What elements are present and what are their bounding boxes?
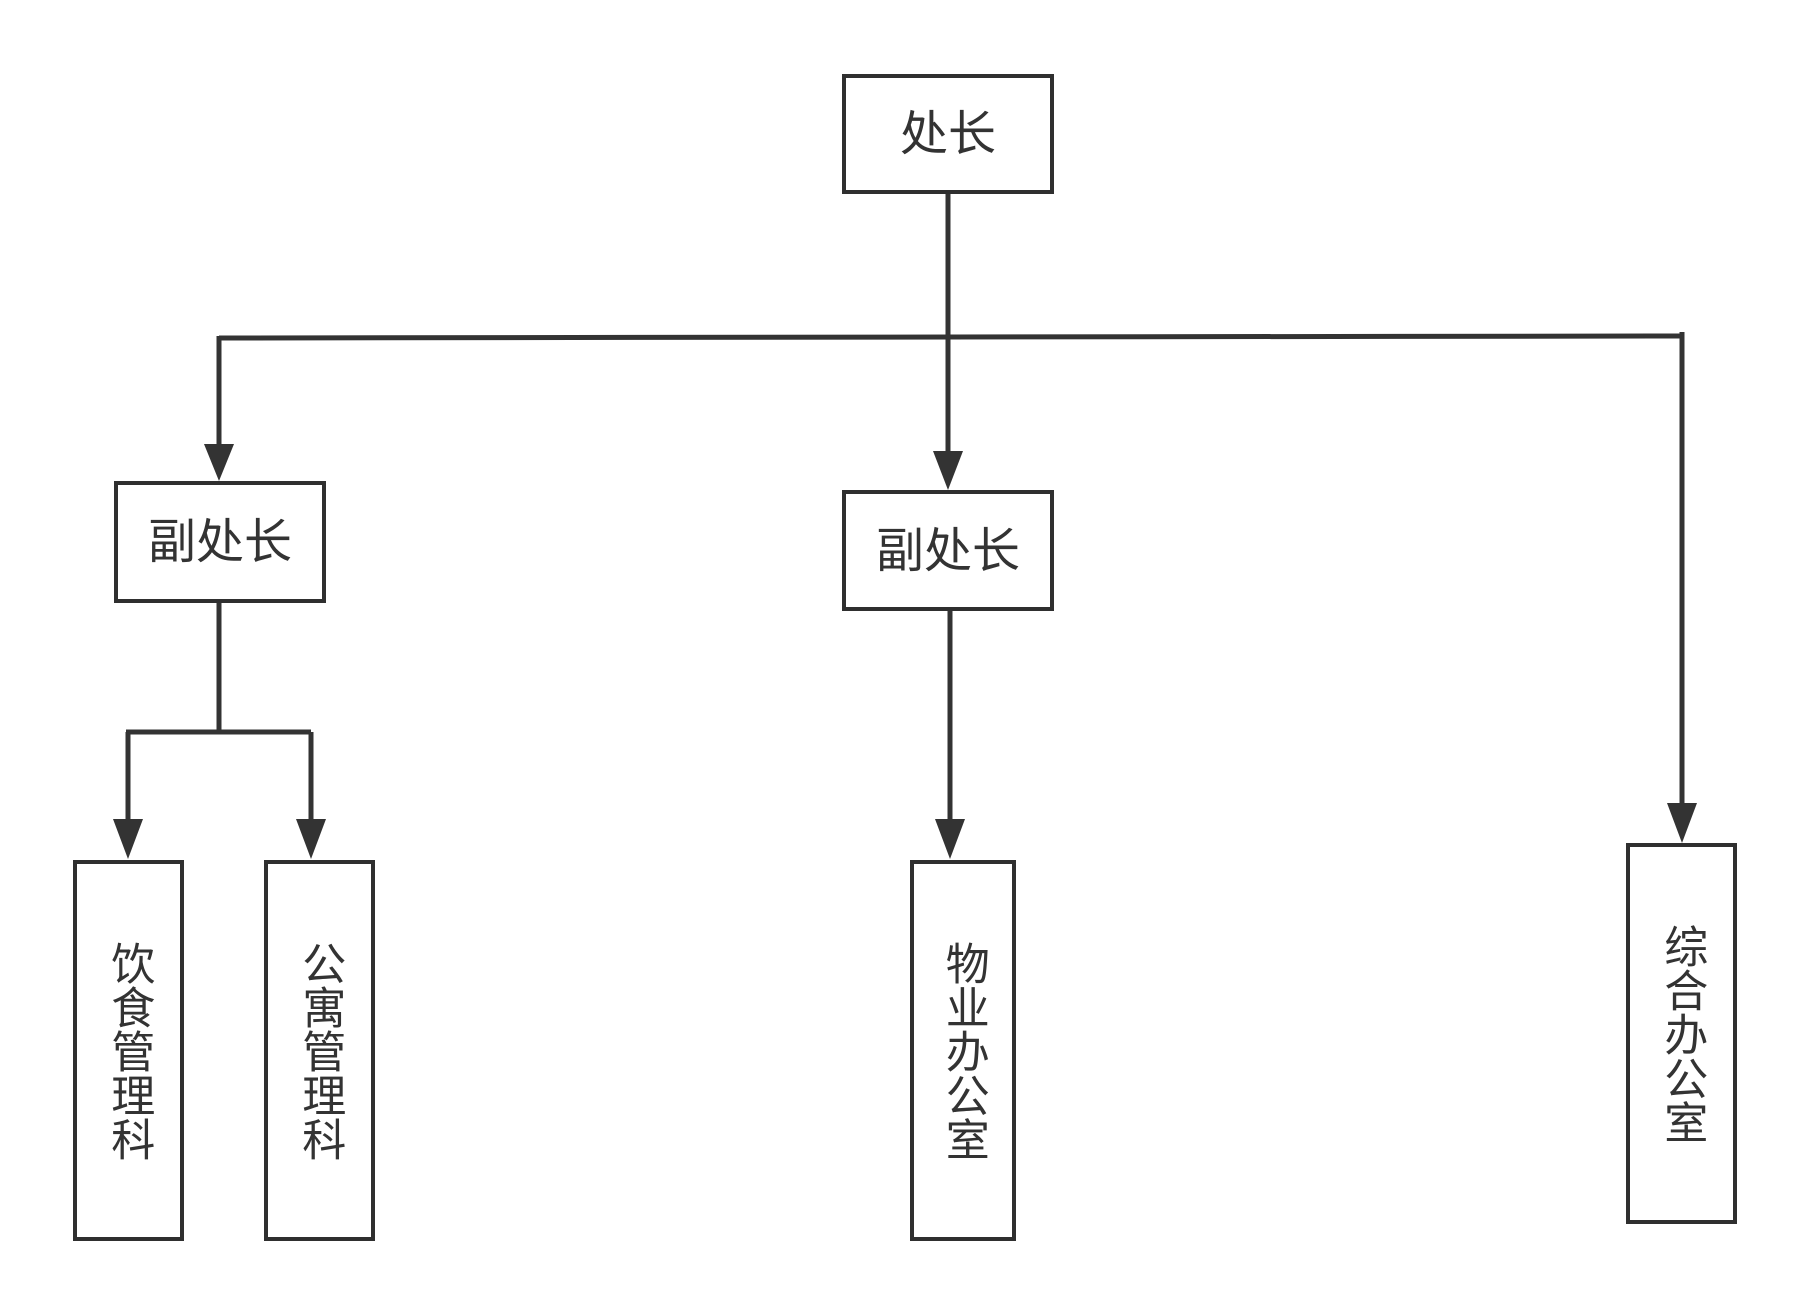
node-director-label: 处长: [899, 106, 996, 162]
node-food-mgmt: 饮食管理科: [73, 860, 184, 1241]
node-food-mgmt-label: 饮食管理科: [103, 940, 155, 1161]
node-property-office-label: 物业办公室: [937, 940, 989, 1161]
node-general-office: 综合办公室: [1626, 843, 1737, 1224]
node-director: 处长: [842, 74, 1054, 194]
node-apartment-mgmt: 公寓管理科: [264, 860, 375, 1241]
arrow-to-apartment-mgmt: [296, 819, 326, 859]
node-property-office: 物业办公室: [910, 860, 1016, 1241]
arrow-to-deputy-left: [204, 444, 234, 481]
node-deputy-left-label: 副处长: [147, 514, 292, 570]
arrow-to-property-office: [935, 819, 965, 859]
node-deputy-mid: 副处长: [842, 490, 1054, 611]
node-general-office-label: 综合办公室: [1656, 923, 1708, 1144]
arrow-to-general-office: [1667, 803, 1697, 843]
arrow-to-deputy-mid: [933, 451, 963, 490]
node-deputy-mid-label: 副处长: [875, 522, 1020, 579]
arrow-to-food-mgmt: [113, 819, 143, 859]
node-deputy-left: 副处长: [114, 481, 326, 603]
node-apartment-mgmt-label: 公寓管理科: [294, 940, 346, 1161]
